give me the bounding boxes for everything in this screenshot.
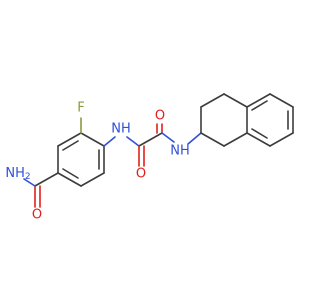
bond-carbonyl-nh <box>161 132 175 143</box>
bond <box>80 172 105 187</box>
saturated-ring <box>200 93 248 147</box>
bond-nh-carbonyl <box>126 136 140 147</box>
double-bond-inner <box>62 168 79 179</box>
bond-nh-ring <box>187 132 202 145</box>
left-benzene-ring <box>57 132 105 187</box>
bond <box>269 93 294 108</box>
oxygen-top-label: O <box>155 109 165 124</box>
amine-subscript: 2 <box>25 172 31 182</box>
bond-ring-nh <box>103 136 116 147</box>
bond <box>80 132 105 147</box>
bond <box>57 132 82 147</box>
molecule-canvas: F O NH2 NH O O NH <box>5 93 294 223</box>
oxygen-carboxamide-label: O <box>32 208 42 223</box>
bond <box>246 93 271 108</box>
bond <box>269 132 294 147</box>
double-bond-inner <box>251 128 268 139</box>
bond <box>223 93 248 108</box>
fluorine-label: F <box>77 101 84 116</box>
bond <box>200 132 225 147</box>
oxygen-bottom-label: O <box>136 167 146 182</box>
bond-ring-carbonyl <box>34 172 59 187</box>
bond <box>246 132 271 147</box>
bond-c-n <box>23 178 36 187</box>
structure-diagram: F O NH2 NH O O NH <box>5 93 294 223</box>
amine-label: NH2 <box>5 166 30 183</box>
double-bond-inner <box>251 100 268 111</box>
bond-c-c <box>138 132 163 147</box>
double-bond-inner <box>62 140 79 151</box>
amine-text: NH <box>5 166 25 181</box>
bond <box>57 172 82 187</box>
fused-benzene-ring <box>246 93 294 147</box>
amide-nh-right-label: NH <box>170 144 190 159</box>
bond <box>223 132 248 147</box>
amide-nh-left-label: NH <box>111 122 131 137</box>
bond <box>200 93 225 108</box>
